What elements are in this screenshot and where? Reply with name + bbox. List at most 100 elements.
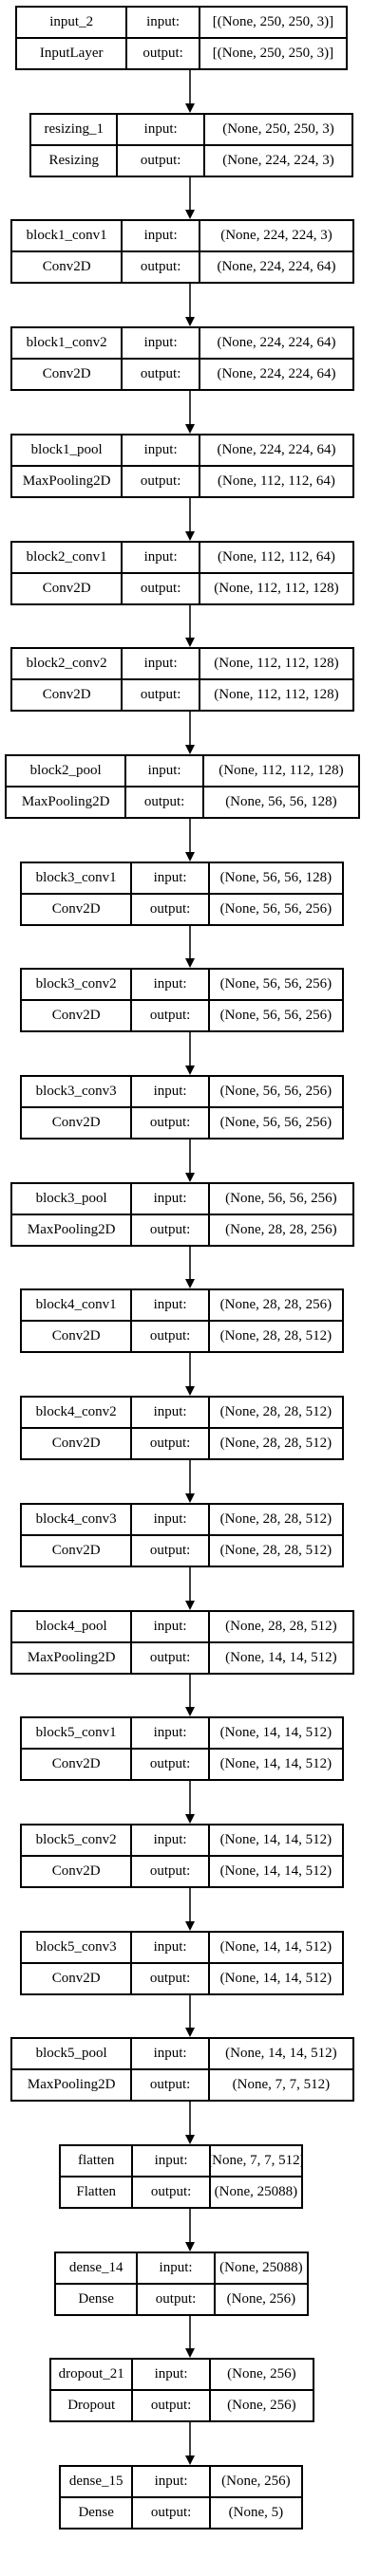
layer-type: Conv2D [21, 1535, 132, 1566]
input-shape: (None, 28, 28, 256) [208, 1289, 343, 1321]
flow-arrow [183, 1675, 197, 1716]
layer-name: dropout_21 [50, 2359, 133, 2390]
output-shape: (None, 14, 14, 512) [208, 1749, 343, 1780]
layer-type: MaxPooling2D [6, 787, 126, 818]
flow-arrow [183, 1032, 197, 1075]
flow-arrow [183, 177, 197, 219]
input-shape: (None, 25088) [214, 2252, 308, 2284]
output-port-label: output: [132, 2390, 210, 2421]
layer-type: MaxPooling2D [11, 2069, 132, 2101]
layer-type: Conv2D [11, 251, 123, 283]
layer-name: dense_15 [60, 2466, 133, 2497]
input-port-label: input: [131, 1183, 209, 1214]
layer-name: input_2 [16, 7, 127, 38]
layer-name: block2_pool [6, 755, 126, 787]
layer-name: block1_pool [11, 435, 123, 466]
layer-name: block5_conv2 [21, 1825, 132, 1856]
input-port-label: input: [122, 220, 200, 251]
input-port-label: input: [132, 2359, 210, 2390]
layer-type: Conv2D [21, 894, 132, 925]
output-port-label: output: [131, 1321, 209, 1352]
input-shape: (None, 250, 250, 3) [203, 114, 352, 145]
input-shape: (None, 14, 14, 512) [208, 2038, 353, 2069]
layer-type: Conv2D [21, 1107, 132, 1139]
layer-name: block5_conv1 [21, 1717, 132, 1749]
output-port-label: output: [131, 894, 209, 925]
layer-name: block4_conv1 [21, 1289, 132, 1321]
flow-arrow [183, 1567, 197, 1610]
input-port-label: input: [131, 1397, 209, 1428]
output-port-label: output: [131, 1535, 209, 1566]
flow-arrow [183, 1353, 197, 1396]
input-port-label: input: [122, 435, 200, 466]
input-port-label: input: [137, 2252, 215, 2284]
layer-type: InputLayer [16, 38, 127, 69]
output-port-label: output: [131, 1749, 209, 1780]
layer-type: Conv2D [21, 1321, 132, 1352]
output-port-label: output: [131, 1000, 209, 1031]
flow-arrow [183, 1247, 197, 1288]
input-shape: (None, 112, 112, 128) [199, 648, 353, 679]
flow-arrow [183, 1995, 197, 2037]
flow-arrow [183, 498, 197, 541]
output-port-label: output: [131, 1214, 209, 1246]
input-shape: (None, 256) [209, 2466, 302, 2497]
flow-arrow [183, 2102, 197, 2144]
output-shape: (None, 56, 56, 256) [208, 1000, 343, 1031]
output-shape: (None, 28, 28, 512) [208, 1321, 343, 1352]
flow-arrow [183, 1140, 197, 1182]
output-shape: (None, 224, 224, 64) [199, 359, 353, 390]
layer-type: MaxPooling2D [11, 1214, 132, 1246]
input-shape: (None, 224, 224, 64) [199, 435, 353, 466]
input-shape: (None, 56, 56, 256) [208, 969, 343, 1000]
layer-name: block3_pool [11, 1183, 132, 1214]
input-shape: (None, 7, 7, 512) [209, 2145, 302, 2177]
layer-type: Conv2D [21, 1749, 132, 1780]
output-shape: [(None, 250, 250, 3)] [199, 38, 347, 69]
input-port-label: input: [131, 2038, 209, 2069]
input-shape: (None, 14, 14, 512) [208, 1825, 343, 1856]
layer-type: Dense [60, 2497, 133, 2529]
output-port-label: output: [132, 2497, 210, 2529]
layer-type: Conv2D [21, 1963, 132, 1994]
output-port-label: output: [122, 466, 200, 497]
output-shape: (None, 56, 56, 128) [202, 787, 359, 818]
output-shape: (None, 14, 14, 512) [208, 1642, 353, 1674]
input-shape: (None, 56, 56, 256) [208, 1076, 343, 1107]
output-shape: (None, 112, 112, 64) [199, 466, 353, 497]
output-port-label: output: [131, 1856, 209, 1887]
flow-arrow [183, 391, 197, 434]
input-shape: (None, 14, 14, 512) [208, 1717, 343, 1749]
layer-name: block2_conv2 [11, 648, 123, 679]
input-port-label: input: [122, 327, 200, 359]
layer-name: flatten [60, 2145, 133, 2177]
input-port-label: input: [132, 2145, 210, 2177]
layer-name: block4_conv2 [21, 1397, 132, 1428]
flow-arrow [183, 926, 197, 968]
input-port-label: input: [117, 114, 204, 145]
layer-name: resizing_1 [30, 114, 118, 145]
output-shape: (None, 25088) [209, 2177, 302, 2208]
output-shape: (None, 14, 14, 512) [208, 1963, 343, 1994]
input-shape: (None, 224, 224, 64) [199, 327, 353, 359]
input-shape: (None, 112, 112, 64) [199, 542, 353, 573]
input-port-label: input: [122, 648, 200, 679]
layer-name: dense_14 [55, 2252, 138, 2284]
input-shape: (None, 56, 56, 256) [208, 1183, 353, 1214]
input-shape: (None, 56, 56, 128) [208, 862, 343, 894]
